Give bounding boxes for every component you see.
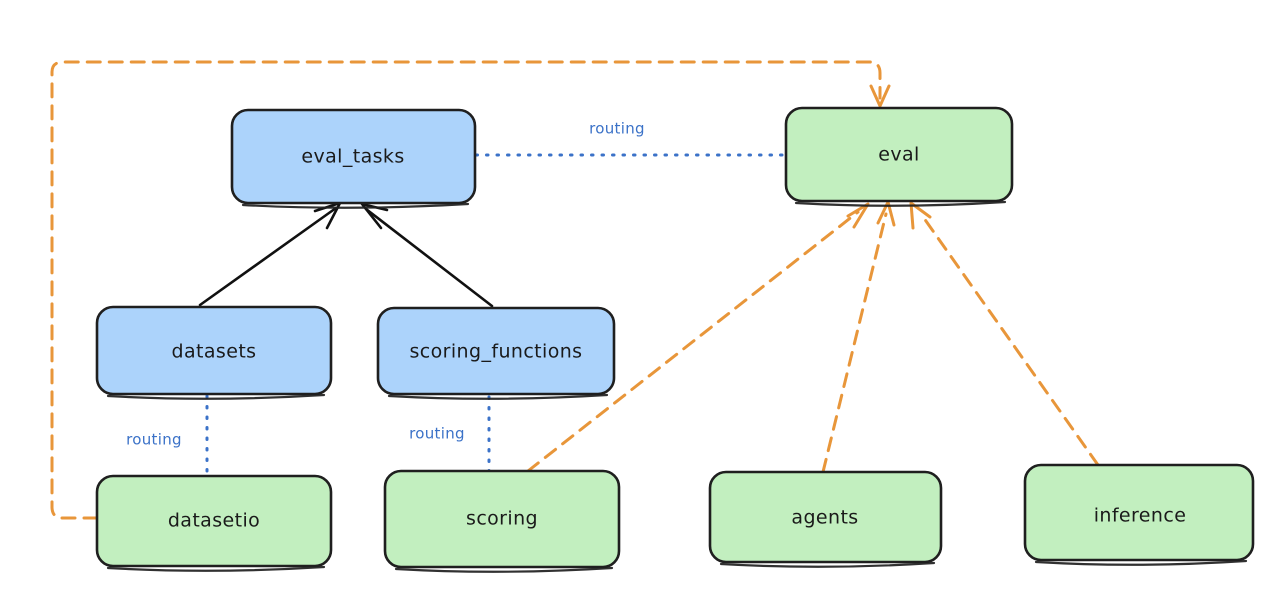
edge-agents-eval [821,200,896,474]
node-label-datasetio: datasetio [168,510,260,532]
edge-inference-eval [909,201,1100,467]
node-scoring[interactable]: scoring [383,469,621,573]
edge-label-routing-eval: routing [589,120,645,138]
node-datasetio[interactable]: datasetio [95,474,333,572]
edge-label-routing-datasetio: routing [126,431,182,449]
node-datasets[interactable]: datasets [95,305,333,400]
node-eval_tasks[interactable]: eval_tasks [230,108,477,209]
edge-datasets-eval_tasks [198,201,342,307]
edge-datasetio-eval [50,60,891,520]
edge-label-layer: routing routing routing [126,120,645,449]
node-label-scoring: scoring [466,508,538,530]
arrowhead-scoring-eval [846,202,870,229]
node-scoring_functions[interactable]: scoring_functions [376,306,616,400]
node-label-agents: agents [791,507,858,529]
node-label-scoring_functions: scoring_functions [410,341,583,363]
node-label-eval: eval [878,144,919,166]
edge-scoring_functions-eval_tasks [360,202,494,308]
node-label-inference: inference [1094,505,1187,527]
arrowhead-datasetio-eval [869,84,891,108]
node-label-datasets: datasets [172,341,257,363]
edge-scoring-eval [526,202,870,473]
node-eval[interactable]: eval [784,106,1014,207]
edge-label-routing-scoring: routing [409,425,465,443]
node-layer: eval_tasks eval datasets scoring_functio… [95,106,1255,573]
node-agents[interactable]: agents [708,470,943,568]
node-label-eval_tasks: eval_tasks [301,146,404,168]
node-inference[interactable]: inference [1023,463,1255,566]
arrowhead-inference-eval [909,201,932,230]
